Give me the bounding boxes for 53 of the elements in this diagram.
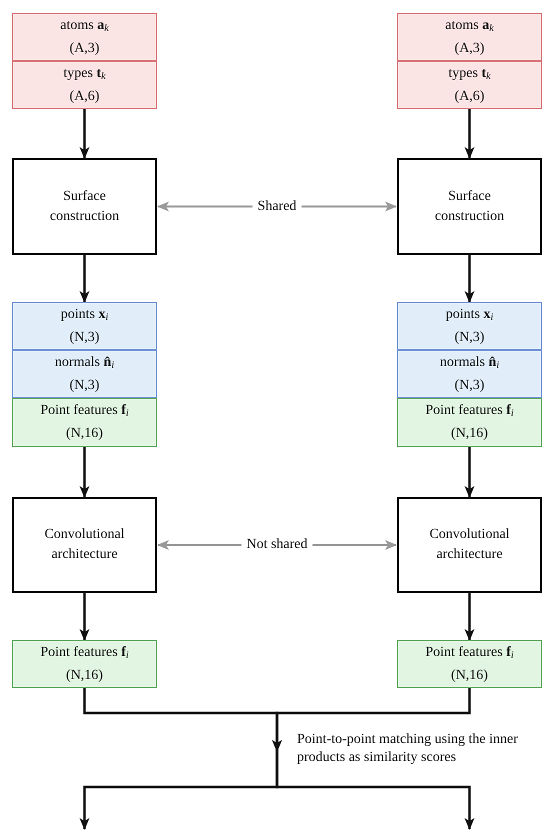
arrow (80, 447, 90, 498)
feature-box (397, 398, 542, 447)
data-box (12, 302, 157, 350)
data-box (397, 350, 542, 398)
node-text: Convolutional architecture (43, 526, 126, 564)
node-text: types t$_{k}$ (448, 64, 491, 84)
node-text: (N,16) (66, 666, 103, 684)
node-text: atoms a$_{k}$ (60, 16, 109, 36)
data-box (397, 302, 542, 350)
input-box (397, 61, 542, 109)
arrow (80, 593, 90, 641)
feature-box (12, 640, 157, 688)
node-text: Surface construction (434, 188, 506, 226)
input-box (12, 13, 157, 61)
arrow (464, 593, 474, 641)
feature-box (12, 398, 157, 447)
input-box (12, 61, 157, 109)
node-text: atoms a$_{k}$ (445, 16, 494, 36)
node-text: normals n̂$_{i}$ (440, 354, 500, 372)
process-box (397, 158, 542, 255)
node-text: (N,16) (66, 425, 103, 443)
node-text: Point features f$_{i}$ (40, 402, 129, 421)
arrow (464, 255, 474, 303)
arrow (80, 255, 90, 303)
node-text: (N,16) (451, 425, 488, 443)
node-text: Point features f$_{i}$ (425, 644, 514, 662)
node-text: types t$_{k}$ (63, 64, 106, 84)
node-text: points x$_{i}$ (60, 306, 108, 324)
node-text: (N,16) (451, 666, 488, 684)
node-text: (N,3) (70, 328, 100, 346)
process-box (12, 497, 157, 593)
node-text: (A,3) (454, 40, 484, 58)
arrow (272, 688, 474, 830)
node-text: (N,3) (454, 376, 484, 394)
node-text: Point features f$_{i}$ (40, 644, 129, 662)
node-text: Surface construction (48, 188, 120, 226)
node-text: normals n̂$_{i}$ (54, 354, 114, 372)
node-text: (N,3) (454, 328, 484, 346)
arrow (464, 447, 474, 498)
node-text: (A,6) (70, 88, 100, 106)
feature-box (397, 640, 542, 688)
node-text: Point features f$_{i}$ (425, 402, 514, 421)
node-text: (N,3) (70, 376, 100, 394)
node-text: points x$_{i}$ (446, 306, 494, 324)
data-box (12, 350, 157, 398)
arrow (464, 109, 474, 159)
process-box (397, 497, 542, 593)
node-text: (A,6) (454, 88, 484, 106)
process-box (12, 158, 157, 255)
arrow (80, 109, 90, 159)
node-text: Convolutional architecture (428, 526, 511, 564)
node-text: (A,3) (70, 40, 100, 58)
input-box (397, 13, 542, 61)
